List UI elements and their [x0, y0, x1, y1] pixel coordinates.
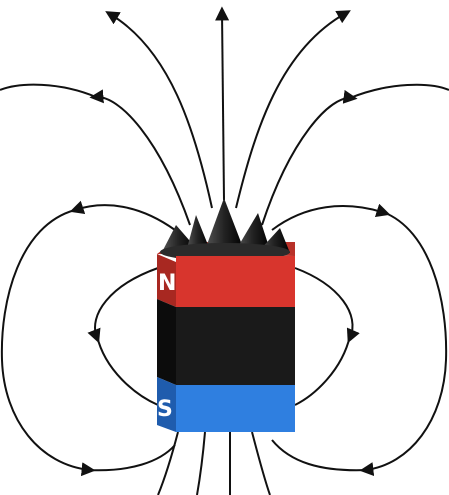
magnet-south-side	[157, 377, 176, 432]
magnet-north-face	[157, 254, 176, 307]
magnet-middle-side	[157, 299, 176, 385]
field-line-right-mid	[271, 203, 391, 231]
field-line-top-right	[235, 10, 351, 209]
field-line-left-upper	[89, 89, 191, 226]
field-line-right-outer-return	[271, 439, 369, 472]
field-line-top-center	[215, 6, 230, 201]
field-line-bottom-1	[157, 431, 179, 495]
field-line-bottom-4	[251, 431, 271, 495]
field-line-left-inner	[87, 267, 159, 344]
field-lines	[0, 6, 449, 495]
field-line-left-upper-tail	[0, 83, 97, 98]
field-line-left-inner-return	[96, 335, 159, 406]
field-line-right-inner	[294, 267, 360, 344]
magnet-south-front	[176, 385, 295, 432]
magnet-middle-front	[176, 307, 295, 385]
field-line-right-outer	[359, 211, 448, 477]
field-line-bottom-2	[196, 431, 206, 495]
bar-magnet: N S	[157, 198, 295, 432]
field-line-left-mid	[69, 200, 176, 231]
field-line-right-upper	[261, 89, 358, 226]
magnet-north-front	[176, 256, 295, 307]
field-line-left-outer	[0, 209, 96, 477]
field-line-right-inner-return	[294, 335, 351, 406]
south-pole-label: S	[157, 397, 173, 422]
field-line-left-outer-return	[87, 444, 176, 472]
field-line-top-left	[105, 11, 213, 209]
iron-filings	[160, 198, 290, 261]
north-pole-label: N	[158, 271, 176, 296]
field-line-right-upper-tail	[349, 83, 449, 99]
